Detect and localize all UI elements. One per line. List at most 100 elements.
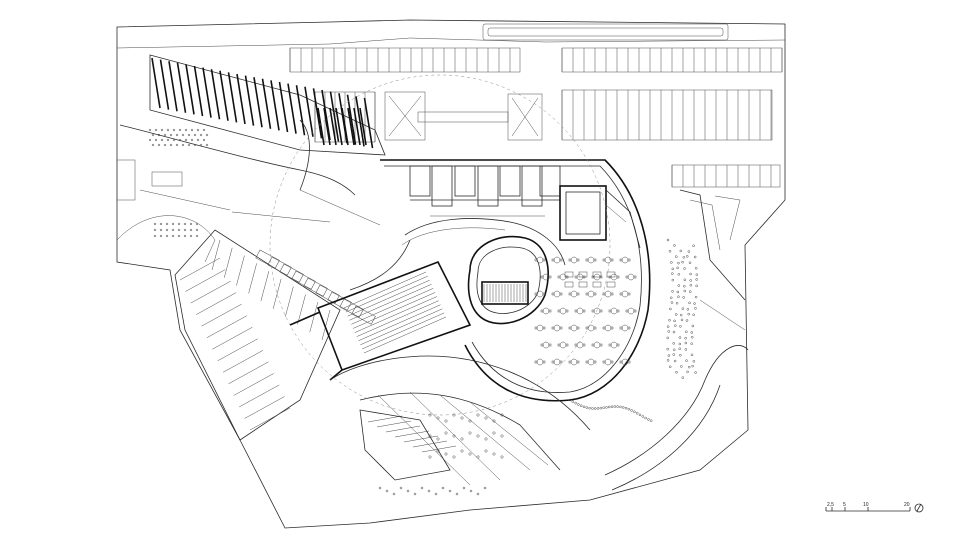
bay-line (239, 384, 280, 408)
chair (559, 326, 563, 330)
room-outline (431, 165, 453, 207)
tree-dot (669, 307, 672, 311)
scale-tick-label: 2,5 (827, 502, 834, 508)
tree-dot (172, 138, 176, 142)
tree-dot (165, 228, 169, 232)
tree-dot (667, 330, 670, 333)
table (553, 324, 561, 332)
chair (534, 326, 538, 330)
tree-dot (682, 256, 686, 259)
seat-row (358, 304, 441, 341)
chair (568, 326, 572, 330)
bay-line (309, 302, 319, 333)
chair (542, 292, 546, 296)
tree-dot (694, 266, 698, 270)
table (587, 324, 595, 332)
tree-dot (460, 449, 464, 453)
tree-dot (673, 244, 676, 247)
tree-dot (666, 325, 670, 328)
tree-dot (577, 403, 580, 406)
seat-row (349, 284, 432, 321)
chair (627, 326, 631, 330)
chair (602, 258, 606, 262)
tree-dot (644, 416, 647, 420)
tree-dot (671, 290, 674, 293)
chair (633, 275, 637, 279)
bay-line (236, 255, 245, 286)
tree-dot (676, 266, 679, 270)
tree-dot (674, 313, 678, 316)
hatch-line (278, 81, 289, 133)
table (564, 281, 574, 288)
tree-dot (691, 324, 695, 328)
chair (585, 326, 589, 330)
tree-dot (202, 128, 206, 132)
car-outline (339, 298, 364, 318)
tree-dot (187, 143, 191, 147)
tree-dot (476, 455, 480, 459)
tree-dot (492, 431, 496, 435)
table (553, 256, 561, 264)
hatch-line (159, 59, 170, 110)
bay-line (367, 415, 403, 423)
tree-dot (444, 431, 448, 435)
tree-dot (683, 284, 686, 288)
tree-dot (165, 234, 169, 238)
table (621, 324, 629, 332)
car-outline (267, 256, 292, 276)
tree-dot (694, 371, 697, 374)
tree-dot (679, 325, 682, 328)
table (621, 290, 629, 298)
tree-dot (196, 128, 200, 132)
tree-dot (441, 486, 445, 490)
table (593, 341, 601, 349)
tree-dot (680, 365, 683, 368)
tree-dot (184, 128, 188, 132)
bay-line (297, 294, 306, 325)
bay-line (223, 247, 233, 278)
tree-dot (677, 261, 680, 265)
tree-dot (616, 405, 619, 408)
chair (576, 292, 580, 296)
car-outline (279, 263, 304, 283)
tree-dot (668, 318, 671, 322)
west-ramp (119, 54, 386, 226)
tree-dot (484, 449, 488, 453)
hatch-line (151, 57, 161, 109)
table (553, 290, 561, 298)
tree-dot (693, 302, 696, 305)
tree-dot (165, 222, 169, 226)
table (564, 271, 574, 278)
tree-dot (483, 486, 487, 490)
chair (534, 292, 538, 296)
tree-dot (452, 455, 456, 459)
tree-dot (681, 376, 685, 379)
scale-tick-label: 10 (863, 502, 869, 508)
tree-dot (585, 406, 589, 409)
tree-dot (175, 133, 179, 137)
tree-dot (385, 489, 389, 493)
chair (576, 326, 580, 330)
tree-dot (195, 228, 199, 232)
tree-dot (420, 486, 424, 490)
hatch-line (353, 107, 361, 146)
tree-dot (151, 133, 155, 137)
seat-row (354, 296, 438, 333)
chair (534, 258, 538, 262)
tree-dot (444, 419, 448, 423)
chair (585, 292, 589, 296)
tree-dot (177, 228, 181, 232)
tree-dot (602, 406, 605, 410)
tree-dot (163, 133, 167, 137)
chair (610, 360, 614, 364)
seat-row (363, 316, 447, 354)
chair (619, 326, 623, 330)
tree-dot (649, 419, 653, 422)
chair (608, 309, 612, 313)
hatch-line (321, 89, 331, 141)
chair (599, 343, 603, 347)
chair (602, 326, 606, 330)
hatch-line (312, 88, 323, 139)
chair (557, 343, 561, 347)
tree-dot (647, 418, 650, 421)
